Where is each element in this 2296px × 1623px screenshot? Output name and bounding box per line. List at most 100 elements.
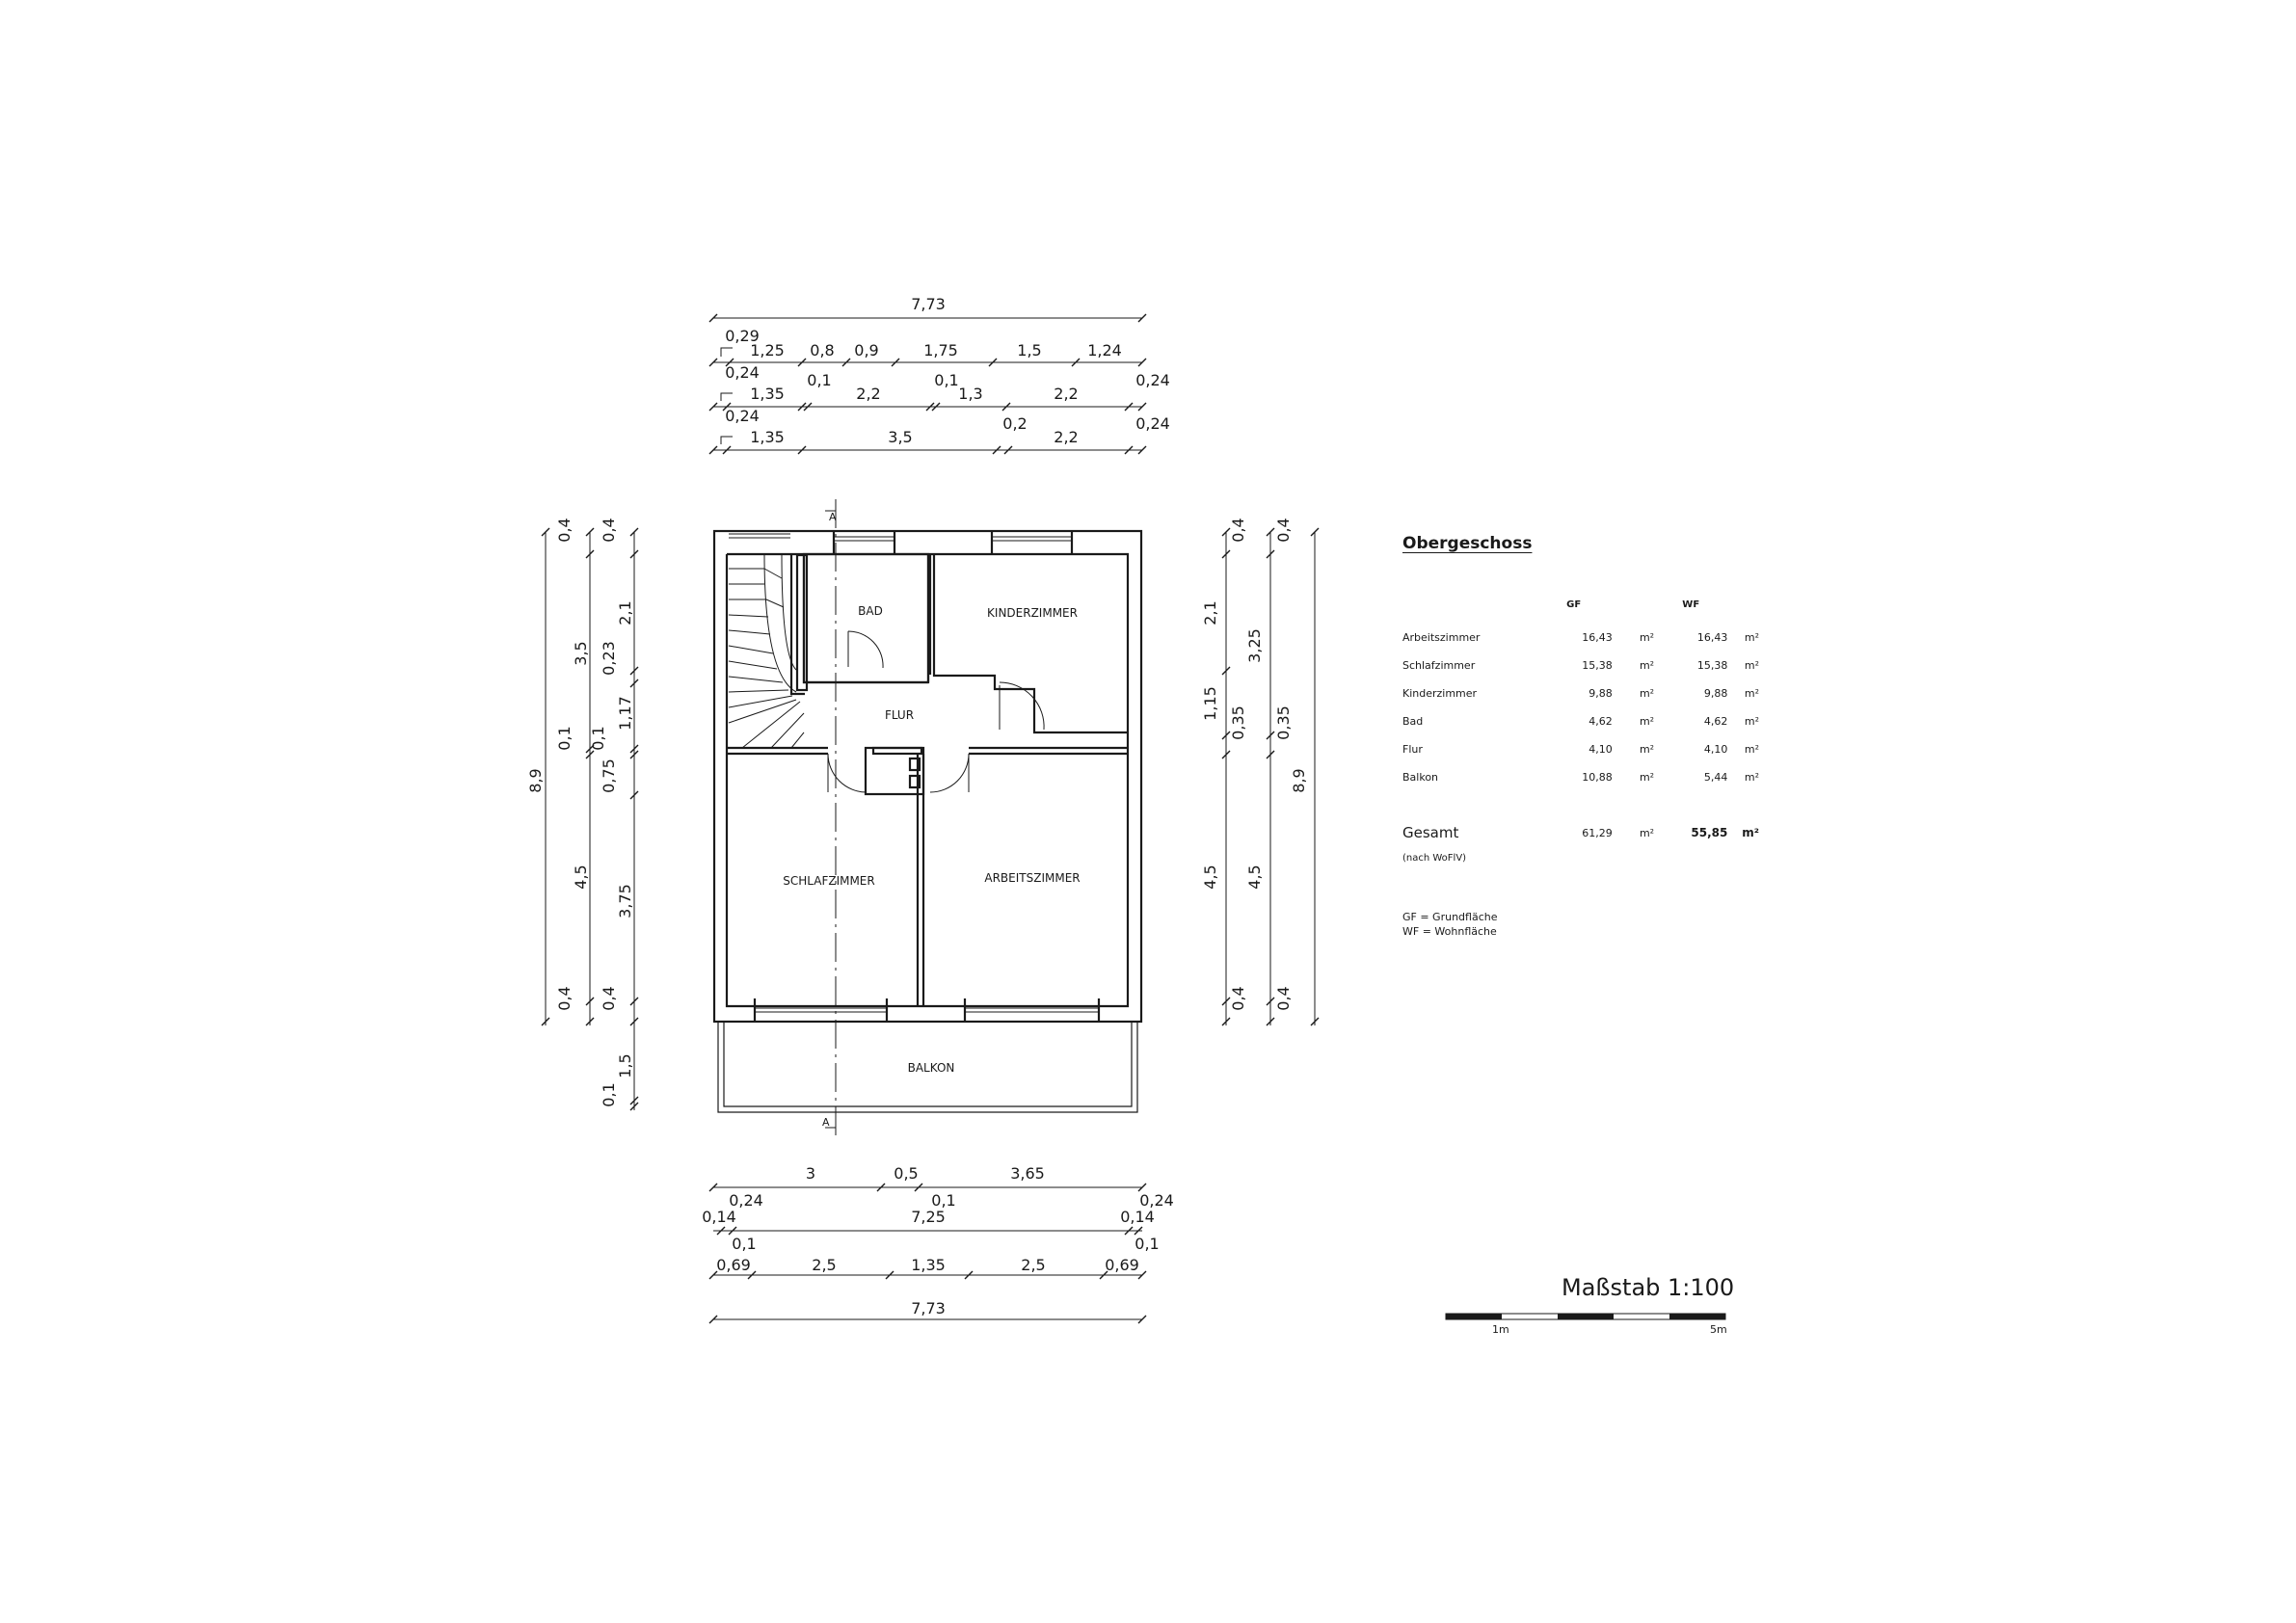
area-cell-wf: 4,62 bbox=[1703, 715, 1728, 728]
dimension-right-7: 3,25 bbox=[1245, 628, 1264, 663]
door-swings bbox=[827, 630, 1045, 793]
dimension-left-8: 0,23 bbox=[600, 641, 618, 676]
dimension-right-9: 4,5 bbox=[1245, 865, 1264, 889]
dimension-top-2: 1,25 bbox=[750, 341, 785, 359]
legend-title: Obergeschoss bbox=[1402, 534, 1533, 553]
dimension-top-13: 1,3 bbox=[958, 385, 982, 403]
dimension-right-11: 8,9 bbox=[1290, 768, 1308, 792]
room-label-flur: FLUR bbox=[885, 708, 914, 722]
col-wf: WF bbox=[1682, 599, 1700, 610]
area-cell-wf-unit: m² bbox=[1744, 743, 1759, 756]
legend-note: (nach WoFlV) bbox=[1402, 853, 1467, 864]
scale-tick-5m: 5m bbox=[1710, 1323, 1727, 1336]
dimension-top-14: 2,2 bbox=[1054, 385, 1078, 403]
dimension-right-3: 0,35 bbox=[1229, 705, 1247, 740]
abbr-wf: WF = Wohnfläche bbox=[1402, 925, 1497, 938]
room-label-bad: BAD bbox=[858, 604, 883, 618]
dimension-bottom-1: 0,5 bbox=[894, 1164, 918, 1183]
dimension-bottom-7: 0,14 bbox=[702, 1208, 736, 1226]
total-row: Gesamt 61,29 m² 55,85 m² bbox=[1402, 791, 1759, 847]
bottom-dimension-lines bbox=[708, 1183, 1147, 1324]
windows bbox=[729, 533, 1098, 1013]
dimension-left-1: 0,4 bbox=[555, 518, 574, 542]
room-label-balkon: BALKON bbox=[908, 1061, 955, 1075]
staircase bbox=[728, 553, 805, 749]
dimension-top-7: 1,24 bbox=[1087, 341, 1122, 359]
dimension-bottom-4: 0,1 bbox=[931, 1191, 955, 1210]
balcony bbox=[717, 1022, 1138, 1113]
section-cut-label-bottom: A bbox=[822, 1116, 830, 1129]
area-cell-gf: 9,88 bbox=[1589, 687, 1613, 700]
dimension-right-2: 1,15 bbox=[1201, 686, 1219, 721]
dimension-top-12: 0,1 bbox=[934, 371, 958, 389]
area-cell-gf-unit: m² bbox=[1639, 659, 1655, 672]
scale-bar bbox=[1445, 1313, 1726, 1320]
dimension-top-17: 1,35 bbox=[750, 428, 785, 446]
dimension-top-18: 3,5 bbox=[888, 428, 912, 446]
dimension-right-6: 0,4 bbox=[1274, 518, 1293, 542]
area-cell-gf-unit: m² bbox=[1639, 771, 1655, 784]
dimension-left-6: 0,4 bbox=[600, 518, 618, 542]
dimension-top-0: 7,73 bbox=[911, 295, 946, 313]
area-cell-name: Schlafzimmer bbox=[1402, 659, 1476, 672]
dimension-top-4: 0,9 bbox=[854, 341, 878, 359]
total-label: Gesamt bbox=[1402, 824, 1459, 841]
area-cell-gf-unit: m² bbox=[1639, 631, 1655, 644]
dimension-bottom-5: 7,25 bbox=[911, 1208, 946, 1226]
dimension-bottom-0: 3 bbox=[806, 1164, 815, 1183]
right-dimension-lines bbox=[1221, 527, 1320, 1026]
area-cell-wf-unit: m² bbox=[1744, 715, 1759, 728]
scale-tick-1m: 1m bbox=[1492, 1323, 1509, 1336]
dimension-bottom-8: 0,14 bbox=[1120, 1208, 1155, 1226]
dimension-left-7: 2,1 bbox=[616, 600, 634, 625]
dimension-top-21: 0,24 bbox=[1135, 414, 1170, 433]
legend-abbreviations: GF = Grundfläche WF = Wohnfläche bbox=[1402, 910, 1759, 939]
dimension-bottom-14: 2,5 bbox=[1021, 1256, 1045, 1274]
left-dimension-lines bbox=[541, 527, 639, 1111]
dimension-right-5: 0,4 bbox=[1229, 986, 1247, 1010]
dimension-right-10: 0,4 bbox=[1274, 986, 1293, 1010]
area-cell-wf: 4,10 bbox=[1703, 743, 1728, 756]
area-cell-gf-unit: m² bbox=[1639, 743, 1655, 756]
area-cell-wf-unit: m² bbox=[1744, 687, 1759, 700]
dimension-bottom-13: 1,35 bbox=[911, 1256, 946, 1274]
dimension-top-9: 1,35 bbox=[750, 385, 785, 403]
area-cell-name: Arbeitszimmer bbox=[1402, 631, 1481, 644]
walls bbox=[712, 529, 1143, 1024]
dimension-left-5: 0,4 bbox=[555, 986, 574, 1010]
dimension-left-11: 0,75 bbox=[600, 758, 618, 793]
total-gf: 61,29 bbox=[1582, 826, 1613, 839]
dimension-left-0: 8,9 bbox=[526, 768, 545, 792]
dimension-top-16: 0,24 bbox=[725, 407, 760, 425]
dimension-bottom-16: 7,73 bbox=[911, 1299, 946, 1317]
dimension-right-4: 4,5 bbox=[1201, 865, 1219, 889]
col-gf: GF bbox=[1566, 599, 1582, 610]
area-cell-wf: 9,88 bbox=[1703, 687, 1728, 700]
dimension-top-6: 1,5 bbox=[1017, 341, 1041, 359]
dimension-right-1: 2,1 bbox=[1201, 600, 1219, 625]
dimension-left-9: 1,17 bbox=[616, 696, 634, 731]
room-label-schlafzimmer: SCHLAFZIMMER bbox=[783, 874, 874, 888]
area-cell-name: Kinderzimmer bbox=[1402, 687, 1478, 700]
dimension-top-11: 2,2 bbox=[856, 385, 880, 403]
scale-label: Maßstab 1:100 bbox=[1562, 1274, 1735, 1301]
total-gf-unit: m² bbox=[1639, 826, 1655, 839]
area-cell-gf: 4,10 bbox=[1589, 743, 1613, 756]
dimension-left-13: 0,4 bbox=[600, 986, 618, 1010]
area-cell-gf-unit: m² bbox=[1639, 715, 1655, 728]
dimension-left-15: 0,1 bbox=[600, 1082, 618, 1106]
area-cell-wf: 16,43 bbox=[1696, 631, 1728, 644]
dimension-bottom-6: 0,24 bbox=[1139, 1191, 1174, 1210]
dimension-top-20: 2,2 bbox=[1054, 428, 1078, 446]
dimension-bottom-11: 0,69 bbox=[716, 1256, 751, 1274]
